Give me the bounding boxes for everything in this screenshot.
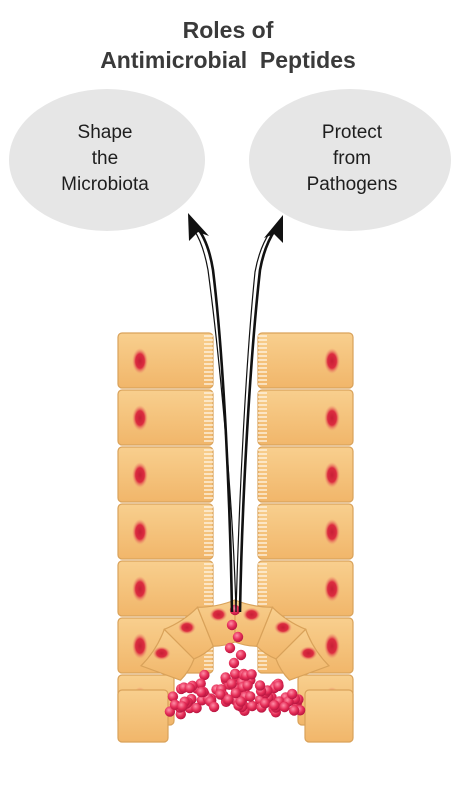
right-cell-nucleus <box>324 405 340 431</box>
diagram-title: Roles of Antimicrobial Peptides <box>100 17 356 73</box>
bubble-right-line-2: from <box>333 148 371 169</box>
left-cell-nucleus <box>132 519 148 545</box>
peptide-granule <box>246 669 256 679</box>
paneth-cell-nucleus <box>153 646 171 660</box>
paneth-cell-nucleus <box>178 620 196 634</box>
right-cell-nucleus <box>324 519 340 545</box>
left-cell-nucleus <box>132 462 148 488</box>
arrow-head-right-icon <box>264 215 283 243</box>
peptide-granule <box>242 680 252 690</box>
peptide-granule <box>227 679 237 689</box>
peptide-granule <box>227 620 237 630</box>
bubble-right-line-3: Pathogens <box>307 174 398 195</box>
title-line-1: Roles of <box>183 17 274 43</box>
peptide-granule <box>245 691 255 701</box>
paneth-cell-nucleus <box>209 608 227 622</box>
peptide-granule <box>229 658 239 668</box>
title-line-2: Antimicrobial Peptides <box>100 47 356 73</box>
bubble-left-line-3: Microbiota <box>61 174 149 195</box>
peptide-granule <box>247 701 257 711</box>
peptide-granule <box>236 650 246 660</box>
paneth-cell-nucleus <box>299 646 317 660</box>
peptide-granule <box>185 683 195 693</box>
peptide-granule <box>260 698 270 708</box>
intestinal-crypt <box>118 333 353 742</box>
right-cell-nucleus <box>324 576 340 602</box>
peptide-granule <box>196 687 206 697</box>
bubble-right-line-1: Protect <box>322 122 383 143</box>
right-cell-nucleus <box>324 462 340 488</box>
right-cell-nucleus <box>324 348 340 374</box>
peptide-granule <box>273 681 283 691</box>
role-bubble-microbiota: Shape the Microbiota <box>9 89 205 231</box>
peptide-granule <box>269 700 279 710</box>
left-epithelial-cell <box>118 690 168 742</box>
right-cell-nucleus <box>324 633 340 659</box>
paneth-cell-nucleus <box>274 620 292 634</box>
peptide-granule <box>279 702 289 712</box>
peptide-granule <box>225 643 235 653</box>
bubble-left-line-1: Shape <box>78 122 133 143</box>
left-cell-nucleus <box>132 405 148 431</box>
paneth-cell-nucleus <box>243 608 261 622</box>
left-cell-nucleus <box>132 348 148 374</box>
role-bubble-pathogens: Protect from Pathogens <box>249 89 451 231</box>
peptide-granule <box>223 694 233 704</box>
left-cell-nucleus <box>132 633 148 659</box>
bubble-left-line-2: the <box>92 148 118 169</box>
peptide-granule <box>289 705 299 715</box>
peptide-granule <box>287 689 297 699</box>
right-epithelial-cell <box>305 690 353 742</box>
peptide-granule <box>177 701 187 711</box>
peptide-granule <box>209 702 219 712</box>
peptide-granule <box>233 632 243 642</box>
left-cell-nucleus <box>132 576 148 602</box>
peptide-granule <box>255 680 265 690</box>
